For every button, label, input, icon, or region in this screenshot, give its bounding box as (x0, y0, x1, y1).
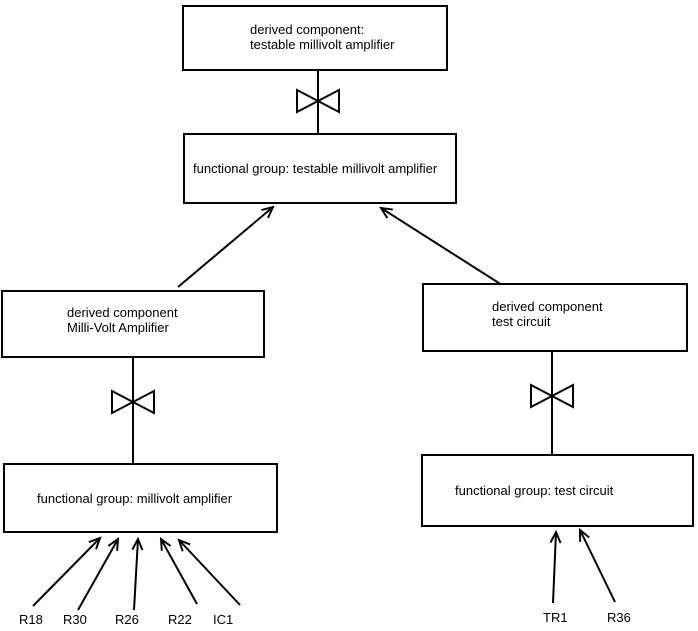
arrow-r18 (32, 538, 100, 607)
component-label-tr1: TR1 (543, 610, 568, 625)
arrow-ic1 (179, 540, 241, 606)
arrow-derived-test-to-fg-testable (381, 208, 503, 286)
bowtie-icon (296, 88, 340, 114)
node-label-line1: derived component (67, 305, 178, 320)
node-label-line2: test circuit (492, 314, 551, 329)
node-derived-test-circuit: derived component test circuit (422, 283, 688, 352)
bowtie-icon (111, 389, 155, 415)
arrow-derived-mv-to-fg-testable (177, 207, 273, 288)
node-label-line2: Milli-Volt Amplifier (67, 320, 169, 335)
connector-left-composition (111, 358, 155, 463)
component-label-r36: R36 (607, 610, 631, 625)
connector-right-composition (530, 352, 574, 454)
node-label: functional group: test circuit (455, 483, 614, 498)
node-derived-testable-millivolt-amplifier: derived component: testable millivolt am… (182, 5, 448, 71)
bowtie-icon (530, 383, 574, 409)
connector-top-composition (296, 71, 340, 133)
node-label-line1: derived component (492, 299, 603, 314)
node-label-line2: testable millivolt amplifier (250, 37, 395, 52)
component-label-r26: R26 (115, 612, 139, 627)
node-label: functional group: millivolt amplifier (37, 490, 233, 506)
node-functional-group-test-circuit: functional group: test circuit (421, 454, 694, 527)
node-derived-milli-volt-amplifier: derived component Milli-Volt Amplifier (1, 290, 265, 358)
node-functional-group-millivolt-amplifier: functional group: millivolt amplifier (3, 463, 278, 533)
arrow-r36 (580, 530, 616, 603)
component-label-r18: R18 (19, 612, 43, 627)
arrow-r22 (161, 539, 198, 605)
node-label: functional group: testable millivolt amp… (193, 161, 438, 176)
arrow-r30 (77, 539, 118, 611)
component-label-r30: R30 (63, 612, 87, 627)
node-label-line1: derived component: (250, 22, 365, 37)
node-functional-group-testable-millivolt-amplifier: functional group: testable millivolt amp… (183, 133, 457, 204)
component-label-ic1: IC1 (213, 612, 234, 627)
component-label-r22: R22 (168, 612, 192, 627)
arrow-tr1 (553, 532, 556, 604)
arrow-r26 (134, 539, 138, 611)
